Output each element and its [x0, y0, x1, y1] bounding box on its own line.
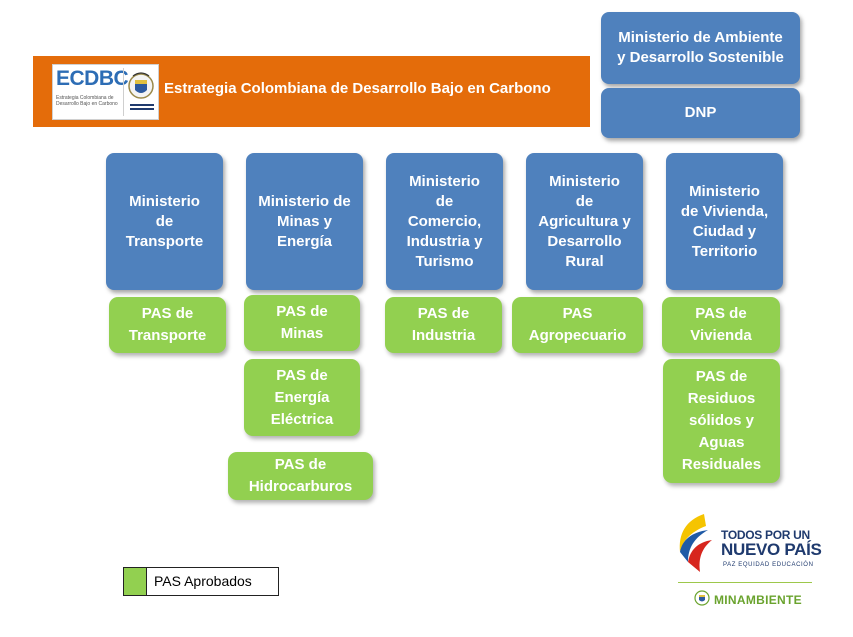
brand-line1: TODOS POR UN [721, 528, 810, 542]
ministerio-vivienda-box: Ministerio de Vivienda, Ciudad y Territo… [666, 153, 783, 290]
legend-swatch [124, 568, 147, 595]
brand-divider [678, 582, 812, 583]
pas-minas-box: PAS de Minas [244, 295, 360, 351]
ecdbc-logo-subtitle: Estrategia Colombiana de Desarrollo Bajo… [56, 95, 118, 107]
legend: PAS Aprobados [123, 567, 279, 596]
ministerio-ambiente-box: Ministerio de Ambiente y Desarrollo Sost… [601, 12, 800, 84]
colombia-flag-swoosh-icon [679, 514, 712, 572]
banner-title: Estrategia Colombiana de Desarrollo Bajo… [164, 80, 551, 97]
ministerio-agricultura-box: Ministerio de Agricultura y Desarrollo R… [526, 153, 643, 290]
coat-of-arms-icon [694, 590, 710, 606]
ecdbc-logo-text: ECDBC [56, 67, 129, 90]
brand-line3: PAZ EQUIDAD EDUCACIÓN [723, 562, 814, 568]
pas-transporte-box: PAS de Transporte [109, 297, 226, 353]
dnp-box: DNP [601, 88, 800, 138]
pas-residuos-box: PAS de Residuos sólidos y Aguas Residual… [663, 359, 780, 483]
legend-label: PAS Aprobados [154, 573, 252, 589]
coat-of-arms-icon [123, 68, 157, 116]
pas-hidrocarburos-box: PAS de Hidrocarburos [228, 452, 373, 500]
ecdbc-logo: ECDBC Estrategia Colombiana de Desarroll… [52, 64, 159, 120]
pas-industria-box: PAS de Industria [385, 297, 502, 353]
pas-energia-electrica-box: PAS de Energía Eléctrica [244, 359, 360, 436]
pas-agropecuario-box: PAS Agropecuario [512, 297, 643, 353]
pas-vivienda-box: PAS de Vivienda [662, 297, 780, 353]
ministerio-minas-energia-box: Ministerio de Minas y Energía [246, 153, 363, 290]
ministerio-transporte-box: Ministerio de Transporte [106, 153, 223, 290]
ministerio-comercio-box: Ministerio de Comercio, Industria y Turi… [386, 153, 503, 290]
minambiente-label: MINAMBIENTE [714, 593, 802, 607]
brand-line2: NUEVO PAÍS [721, 540, 822, 559]
todos-por-un-nuevo-pais-brand: TODOS POR UN NUEVO PAÍS PAZ EQUIDAD EDUC… [676, 510, 822, 620]
